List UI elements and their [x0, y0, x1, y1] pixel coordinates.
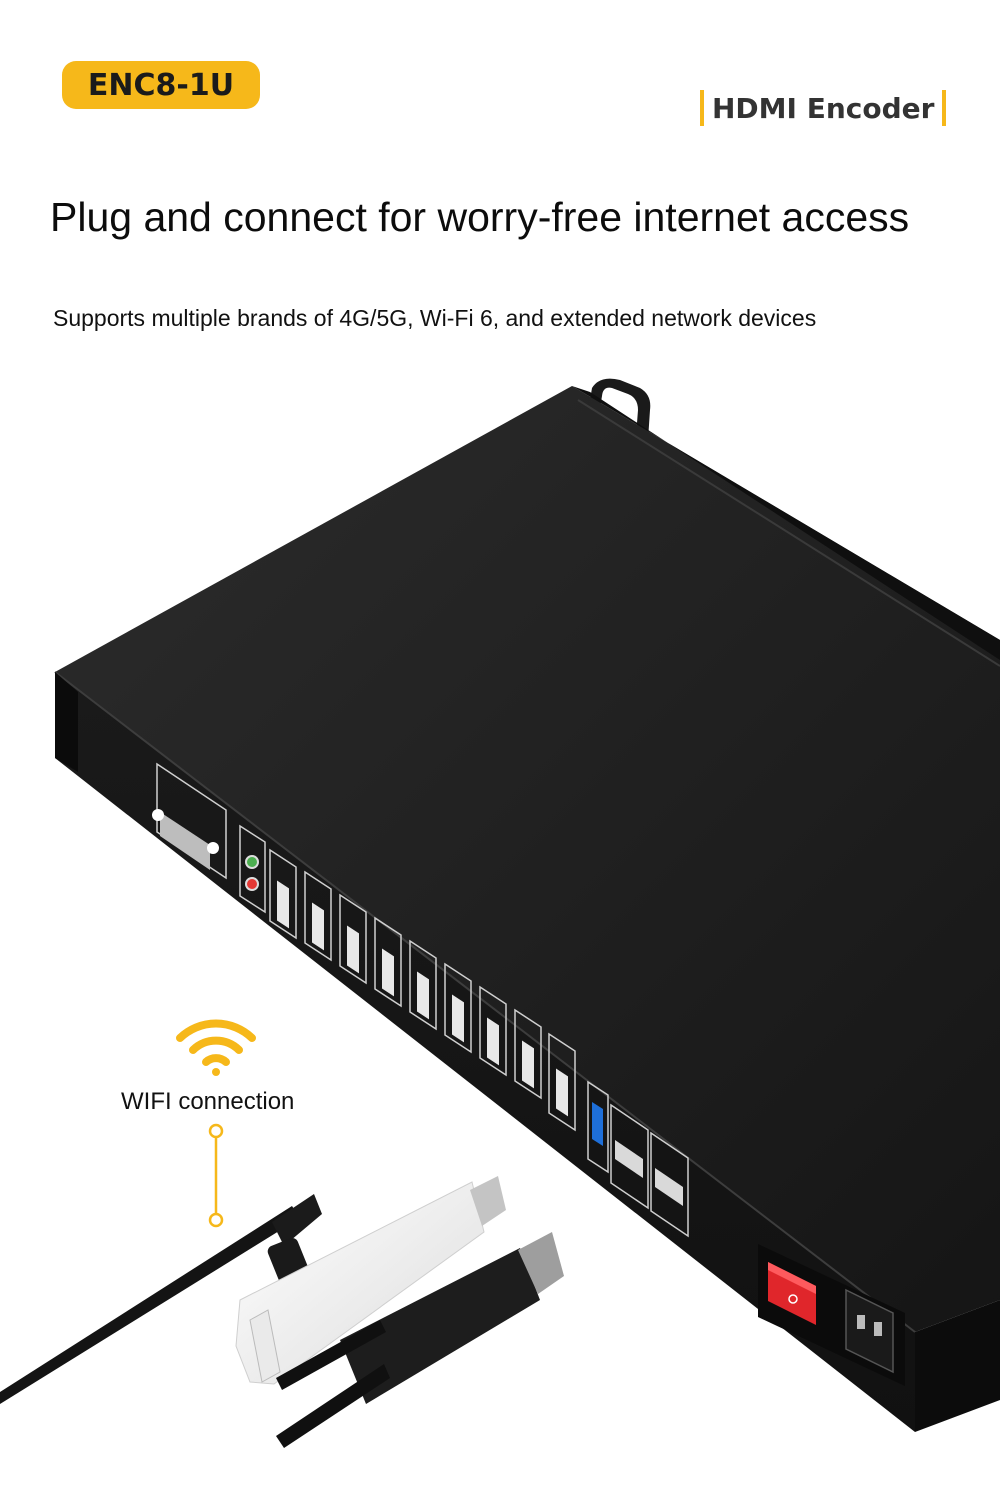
- white-usb-dongle: [235, 1176, 506, 1385]
- encoder-device: [54, 386, 1000, 1432]
- power-switch: [758, 1244, 905, 1386]
- wifi-connection-label: WIFI connection: [121, 1088, 295, 1115]
- black-usb-adapter: [276, 1232, 564, 1448]
- device-top: [55, 386, 1000, 1332]
- ethernet-ports: [610, 1103, 689, 1238]
- subheadline: Supports multiple brands of 4G/5G, Wi-Fi…: [53, 305, 817, 331]
- usb-port: [587, 1080, 609, 1174]
- headline: Plug and connect for worry-free internet…: [50, 194, 910, 240]
- model-badge-label: ENC8-1U: [87, 67, 235, 103]
- rack-handle: [590, 378, 651, 440]
- category-bar-left: [700, 90, 704, 126]
- category-bar-right: [942, 90, 947, 126]
- callout-connector: [208, 1123, 224, 1228]
- model-badge: ENC8-1U: [62, 61, 260, 109]
- audio-ports: [239, 824, 266, 914]
- category-text: HDMI Encoder: [712, 91, 935, 125]
- vga-port: [152, 762, 227, 880]
- category-label: HDMI Encoder: [700, 88, 947, 128]
- hdmi-ports: [269, 848, 576, 1132]
- wifi-icon: [176, 1019, 256, 1076]
